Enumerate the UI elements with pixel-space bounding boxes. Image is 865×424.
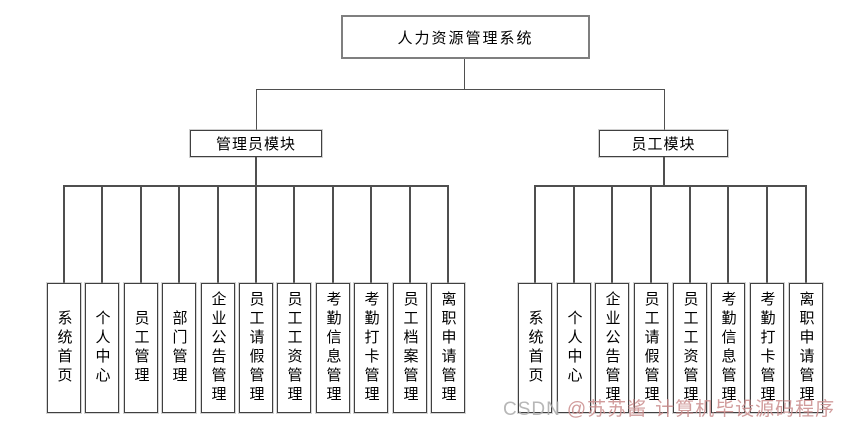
connector-level1-bus xyxy=(256,89,665,90)
connector-leaf-drop xyxy=(805,187,807,283)
connector-leaf-drop xyxy=(409,187,411,283)
employee-leaf-attendance-info-mgmt: 考勤信息管理 xyxy=(711,283,745,413)
connector-leaf-drop xyxy=(178,187,180,283)
leaf-label: 考勤信息管理 xyxy=(324,291,342,405)
connector-leaf-drop xyxy=(332,187,334,283)
leaf-label: 考勤打卡管理 xyxy=(362,291,380,405)
admin-leaf-system-home: 系统首页 xyxy=(47,283,81,413)
admin-leaf-archive-mgmt: 员工档案管理 xyxy=(393,283,427,413)
employee-leaf-leave-mgmt: 员工请假管理 xyxy=(634,283,668,413)
connector-admin-stem xyxy=(255,157,257,186)
leaf-label: 员工档案管理 xyxy=(401,291,419,405)
employee-leaf-salary-mgmt: 员工工资管理 xyxy=(673,283,707,413)
connector-leaf-drop xyxy=(447,187,449,283)
watermark-suffix: 计算机毕设源码程序 xyxy=(655,399,836,420)
leaf-label: 员工管理 xyxy=(132,310,150,386)
leaf-label: 系统首页 xyxy=(55,310,73,386)
node-root: 人力资源管理系统 xyxy=(341,15,590,59)
employee-leaf-announcement-mgmt: 企业公告管理 xyxy=(595,283,629,413)
connector-leaf-drop xyxy=(63,187,65,283)
node-admin-module-label: 管理员模块 xyxy=(215,136,296,153)
employee-leaf-attendance-punch-mgmt: 考勤打卡管理 xyxy=(750,283,784,413)
connector-employee-bus xyxy=(534,185,807,187)
admin-leaf-leave-mgmt: 员工请假管理 xyxy=(239,283,273,413)
connector-admin-bus xyxy=(63,185,449,187)
watermark-csdn-logo: CSDN xyxy=(503,399,561,420)
connector-leaf-drop xyxy=(217,187,219,283)
admin-leaf-personal-center: 个人中心 xyxy=(85,283,119,413)
connector-leaf-drop xyxy=(101,187,103,283)
admin-leaf-salary-mgmt: 员工工资管理 xyxy=(277,283,311,413)
connector-root-stem xyxy=(464,59,465,89)
node-root-label: 人力资源管理系统 xyxy=(397,29,534,47)
connector-leaf-drop xyxy=(255,187,257,283)
admin-leaf-attendance-punch-mgmt: 考勤打卡管理 xyxy=(354,283,388,413)
watermark: CSDN@苏苏酱计算机毕设源码程序 xyxy=(503,394,835,421)
leaf-label: 企业公告管理 xyxy=(603,291,621,405)
leaf-label: 员工请假管理 xyxy=(247,291,265,405)
employee-leaf-system-home: 系统首页 xyxy=(518,283,552,413)
leaf-label: 离职申请管理 xyxy=(797,291,815,405)
connector-leaf-drop xyxy=(727,187,729,283)
admin-leaf-employee-mgmt: 员工管理 xyxy=(124,283,158,413)
leaf-label: 部门管理 xyxy=(170,310,188,386)
leaf-label: 员工工资管理 xyxy=(681,291,699,405)
leaf-label: 考勤打卡管理 xyxy=(758,291,776,405)
watermark-handle: @苏苏酱 xyxy=(566,399,648,420)
node-employee-module: 员工模块 xyxy=(599,130,728,157)
employee-leaf-resignation-mgmt: 离职申请管理 xyxy=(789,283,823,413)
connector-employee-drop xyxy=(664,89,665,130)
admin-leaf-announcement-mgmt: 企业公告管理 xyxy=(201,283,235,413)
employee-leaf-personal-center: 个人中心 xyxy=(557,283,591,413)
connector-leaf-drop xyxy=(534,187,536,283)
leaf-label: 考勤信息管理 xyxy=(719,291,737,405)
leaf-label: 个人中心 xyxy=(565,310,583,386)
leaf-label: 员工请假管理 xyxy=(642,291,660,405)
connector-admin-drop xyxy=(256,89,257,130)
node-employee-module-label: 员工模块 xyxy=(631,136,696,153)
connector-leaf-drop xyxy=(611,187,613,283)
admin-leaf-resignation-mgmt: 离职申请管理 xyxy=(431,283,465,413)
connector-leaf-drop xyxy=(293,187,295,283)
connector-leaf-drop xyxy=(573,187,575,283)
connector-leaf-drop xyxy=(766,187,768,283)
admin-leaf-attendance-info-mgmt: 考勤信息管理 xyxy=(316,283,350,413)
connector-leaf-drop xyxy=(370,187,372,283)
connector-leaf-drop xyxy=(650,187,652,283)
leaf-label: 系统首页 xyxy=(526,310,544,386)
admin-leaf-department-mgmt: 部门管理 xyxy=(162,283,196,413)
leaf-label: 个人中心 xyxy=(93,310,111,386)
connector-leaf-drop xyxy=(140,187,142,283)
leaf-label: 企业公告管理 xyxy=(209,291,227,405)
node-admin-module: 管理员模块 xyxy=(190,130,322,157)
connector-leaf-drop xyxy=(689,187,691,283)
leaf-label: 员工工资管理 xyxy=(285,291,303,405)
leaf-label: 离职申请管理 xyxy=(439,291,457,405)
connector-employee-stem xyxy=(663,157,665,186)
